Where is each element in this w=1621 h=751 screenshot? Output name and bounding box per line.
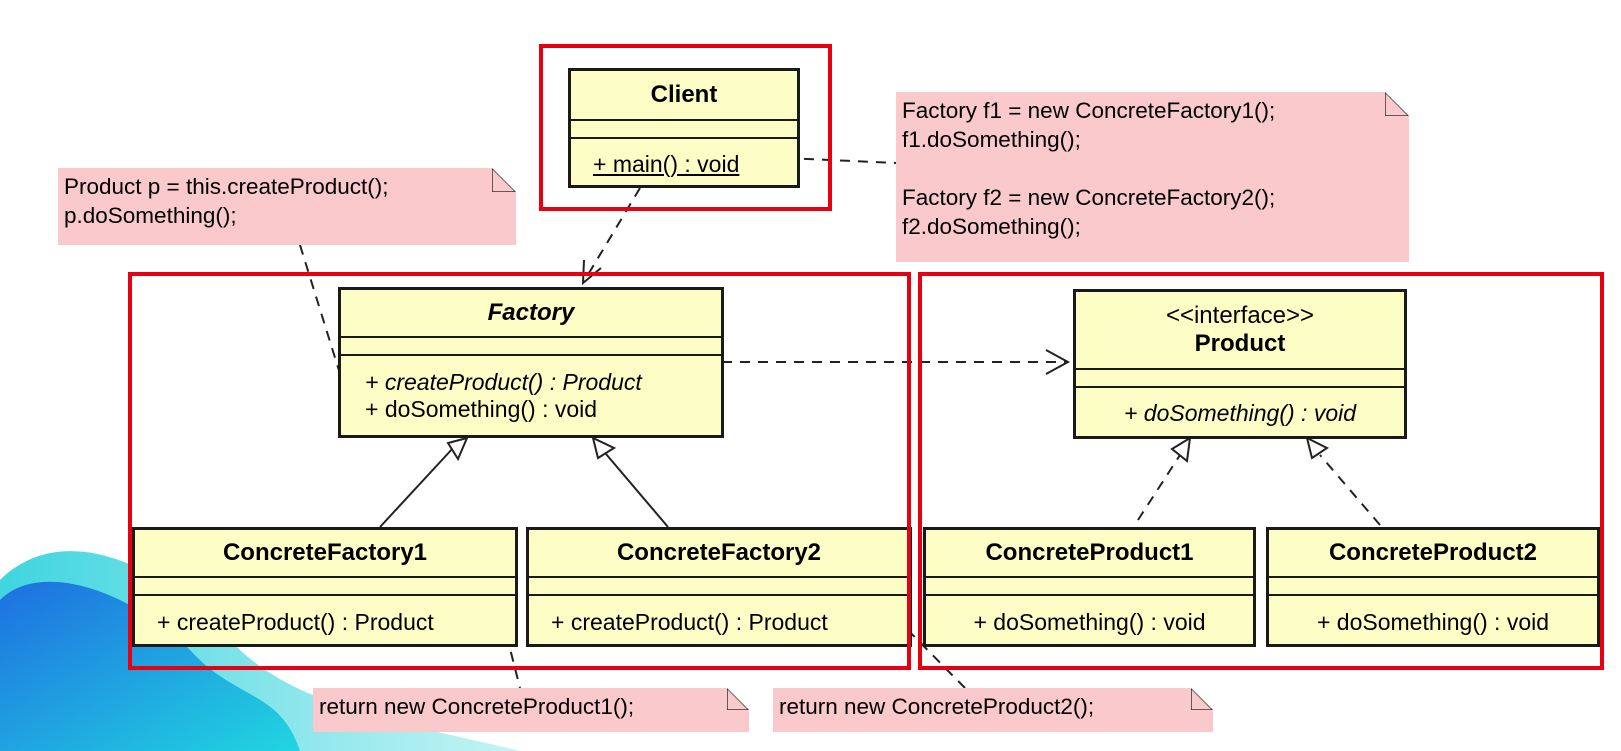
- operations-compartment: + doSomething() : void: [1076, 388, 1404, 438]
- operations-compartment: + main() : void: [571, 139, 797, 189]
- note-line: return new ConcreteProduct1();: [319, 694, 635, 719]
- note-fold-corner: [727, 688, 749, 710]
- cf2-note: return new ConcreteProduct2();: [773, 688, 1213, 732]
- cp2-realization: [1319, 454, 1381, 526]
- class-factory: Factory + createProduct() : Product + do…: [338, 287, 724, 438]
- note-line: Factory f1 = new ConcreteFactory1();: [902, 98, 1276, 123]
- cp1-realization: [1137, 454, 1181, 521]
- note-line: Factory f2 = new ConcreteFactory2();: [902, 185, 1276, 210]
- operation: + createProduct() : Product: [551, 608, 828, 635]
- class-client: Client + main() : void: [568, 68, 800, 188]
- class-concrete-factory1: ConcreteFactory1 + createProduct() : Pro…: [132, 527, 518, 647]
- class-header: <<interface>> Product: [1076, 292, 1404, 370]
- attributes-compartment: [1269, 578, 1597, 596]
- class-name: ConcreteProduct1: [926, 530, 1253, 578]
- operation: + main() : void: [593, 150, 740, 177]
- operations-compartment: + doSomething() : void: [926, 596, 1253, 648]
- note-line: f2.doSomething();: [902, 214, 1081, 239]
- cf1-generalization: [379, 446, 455, 528]
- class-name: Client: [571, 71, 797, 121]
- class-name: ConcreteFactory1: [135, 530, 515, 578]
- class-concrete-product2: ConcreteProduct2 + doSomething() : void: [1266, 527, 1600, 647]
- operations-compartment: + createProduct() : Product: [529, 596, 909, 648]
- attributes-compartment: [341, 338, 721, 356]
- stereotype: <<interface>>: [1165, 302, 1315, 329]
- attributes-compartment: [135, 578, 515, 596]
- note-fold-corner: [1191, 688, 1213, 710]
- class-concrete-factory2: ConcreteFactory2 + createProduct() : Pro…: [526, 527, 912, 647]
- client-highlight-box: [539, 44, 832, 211]
- class-name: Factory: [341, 290, 721, 338]
- generalization-arrowhead: [591, 436, 617, 460]
- realization-arrowhead: [1305, 436, 1329, 460]
- attributes-compartment: [926, 578, 1253, 596]
- operation: + doSomething() : void: [973, 608, 1206, 635]
- dependency-arrowhead: [1045, 349, 1071, 375]
- operation: + createProduct() : Product: [157, 608, 434, 635]
- note-line: p.doSomething();: [64, 203, 237, 228]
- realization-arrowhead: [1170, 436, 1192, 463]
- class-name: ConcreteFactory2: [529, 530, 909, 578]
- operations-compartment: + doSomething() : void: [1269, 596, 1597, 648]
- note-line: [902, 154, 1403, 183]
- operation: + doSomething() : void: [1316, 608, 1550, 635]
- note-line: return new ConcreteProduct2();: [779, 694, 1095, 719]
- note-line: Product p = this.createProduct();: [64, 174, 389, 199]
- client-note: Factory f1 = new ConcreteFactory1(); f1.…: [896, 92, 1409, 262]
- cf2-generalization: [605, 453, 669, 528]
- factory-note: Product p = this.createProduct(); p.doSo…: [58, 168, 516, 245]
- client-factory-dependency: [582, 187, 641, 284]
- operations-compartment: + createProduct() : Product: [135, 596, 515, 648]
- client-note-anchor: [785, 157, 897, 164]
- class-name: ConcreteProduct2: [1269, 530, 1597, 578]
- operations-compartment: + createProduct() : Product + doSomethin…: [341, 356, 721, 436]
- operation: + createProduct() : Product: [365, 369, 642, 395]
- cf1-note: return new ConcreteProduct1();: [313, 688, 749, 732]
- operation: + doSomething() : void: [1123, 399, 1357, 426]
- attributes-compartment: [1076, 370, 1404, 388]
- attributes-compartment: [571, 121, 797, 139]
- class-concrete-product1: ConcreteProduct1 + doSomething() : void: [923, 527, 1256, 647]
- class-product: <<interface>> Product + doSomething() : …: [1073, 289, 1407, 439]
- factory-group-highlight-box: [128, 272, 911, 670]
- operation: + doSomething() : void: [365, 396, 598, 422]
- note-line: f1.doSomething();: [902, 127, 1081, 152]
- class-name: Product: [1194, 330, 1286, 357]
- product-group-highlight-box: [918, 272, 1604, 670]
- generalization-arrowhead: [446, 436, 469, 462]
- note-fold-corner: [492, 168, 516, 192]
- note-fold-corner: [1385, 92, 1409, 116]
- cf1-note-anchor: [501, 616, 521, 689]
- attributes-compartment: [529, 578, 909, 596]
